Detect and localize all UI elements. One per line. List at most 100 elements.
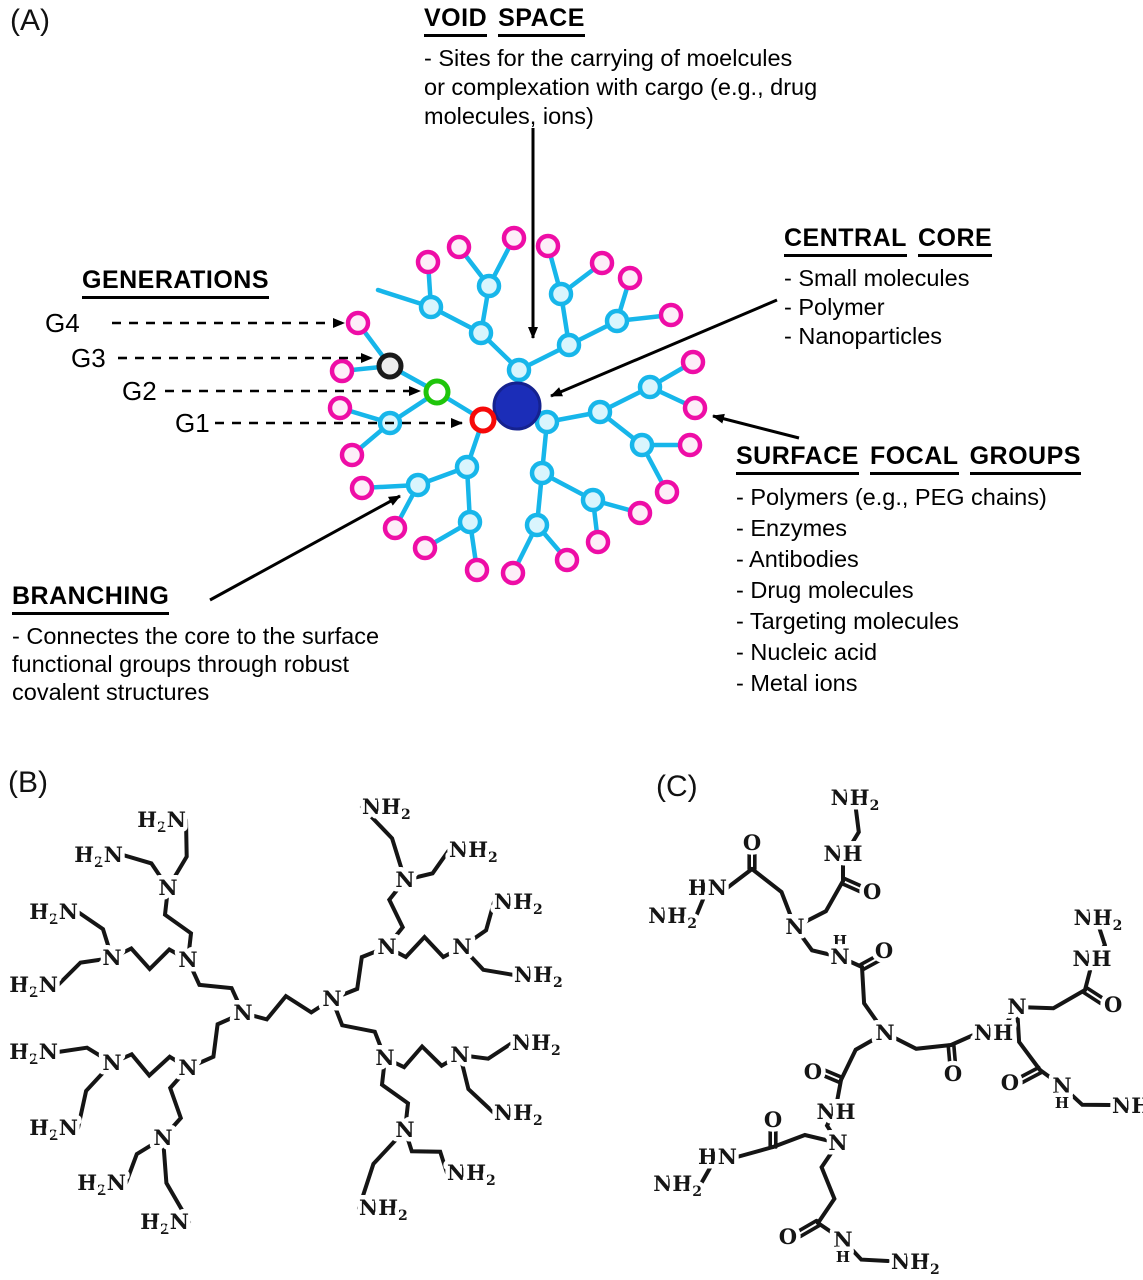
dendrimer-branch-node [556,332,582,358]
pointer-arrow [712,413,800,440]
atom-label: NH2 [514,962,563,991]
atom-label: N [1052,1073,1071,1098]
bond [949,1031,980,1047]
bond-chain [161,1066,190,1140]
bond-chain [695,886,729,916]
dendrimer-branch-node [629,432,655,458]
atom-label: O [804,1059,822,1084]
atom-label: O [1104,992,1122,1017]
pointer-arrow [550,298,778,398]
bond-chain [161,1136,191,1224]
title-word: SURFACE [736,442,859,475]
atom-label: N [178,947,197,972]
atom-label: N [102,945,121,970]
title-word: VOID [424,4,488,37]
dendrimer-branch-node [580,487,606,513]
generation-label: G4 [45,308,80,338]
atom-label: N [828,1130,847,1155]
bond-chain [1090,922,1108,965]
bond-chain [750,867,797,929]
dendrimer-schematic [327,225,708,586]
atom-label: N [833,1227,852,1252]
bond-chain [76,1061,114,1130]
atom-label: N [875,1020,894,1045]
atom-label: N [377,934,396,959]
g2-node [423,378,451,406]
atom-label: O [764,1107,782,1132]
surface-group-node [446,234,472,260]
surface-group-node [327,395,353,421]
atom-label: N [452,934,471,959]
atom-label: NH [974,1020,1013,1045]
double-bond [951,1042,958,1070]
title-word: CORE [917,224,993,257]
central-core-text: - Small molecules - Polymer - Nanoparticle… [784,264,1134,351]
title-word: CENTRAL [784,224,907,257]
double-bond [798,1223,822,1239]
double-bond [1084,985,1106,1001]
bond-chain [1060,1084,1112,1107]
atom-label: NH2 [359,1195,408,1224]
generations-title: GENERATIONS [82,266,280,299]
bond-chain [816,1141,840,1225]
surface-group-node [500,560,526,586]
surface-group-node [677,432,703,458]
atom-label: NH2 [891,1249,940,1278]
text-line: - Metal ions [736,670,858,696]
panel-b-label: (B) [8,766,48,799]
bond [1038,1068,1064,1088]
atom-label: N [178,1055,197,1080]
dendrimer-branch-node [637,374,663,400]
molecule-b-structure: NNNNNNNNNNNNNNH2NH2NH2NH2NH2NH2NH2NH2NNH… [5,790,568,1243]
bond-chain [186,1011,245,1070]
dendrimer-branch-node [476,273,502,299]
text-line: - Connectes the core to the surface [12,623,380,649]
atom-label: NH [823,841,862,866]
g1-node [469,406,497,434]
atom-label: N [158,875,177,900]
atom-label: N [395,1117,414,1142]
text-line: - Polymer [784,294,885,320]
dendrimer-branch-node [506,357,532,383]
bond-chain [824,1105,840,1145]
generation-label: G3 [71,343,106,373]
dendrimer-branch-node [418,294,444,320]
surface-group-node [585,529,611,555]
double-bond [1081,990,1103,1006]
atom-label: N [395,867,414,892]
bond-chain [360,805,407,882]
atom-label: N [375,1045,394,1070]
dendrimer-branch-node [457,509,483,535]
bond-chain [841,1238,890,1263]
text-line: - Small molecules [784,265,970,291]
atom-label: O [779,1224,797,1249]
atom-label: O [1001,1070,1019,1095]
text-line: - Targeting molecules [736,608,959,634]
surface-group-node [339,442,365,468]
bond-chain [860,965,887,1035]
atom-label: NH2 [831,785,880,814]
bond-chain [357,1128,407,1210]
atom-label: H2N [140,1209,189,1238]
surface-group-node [554,547,580,573]
molecule-c-structure: NNNNHNONHOONHOHNNH2ONHNH2ONHNH2ONHNH2OHN… [644,781,1143,1280]
atom-label: H [833,932,847,950]
surface-group-node [464,557,490,583]
atom-label: N [102,1050,121,1075]
bond-chain [839,1031,887,1082]
dendrimer-branch-node [534,409,560,435]
text-line: - Nanoparticles [784,323,943,349]
dendrimer-branch-node [548,281,574,307]
title-word: BRANCHING [12,582,170,615]
surface-group-node [415,249,441,275]
double-bond [821,1067,844,1080]
generation-label: G1 [175,408,210,438]
surface-group-node [501,225,527,251]
surface-group-node [535,233,561,259]
bond-chain [458,1041,514,1061]
